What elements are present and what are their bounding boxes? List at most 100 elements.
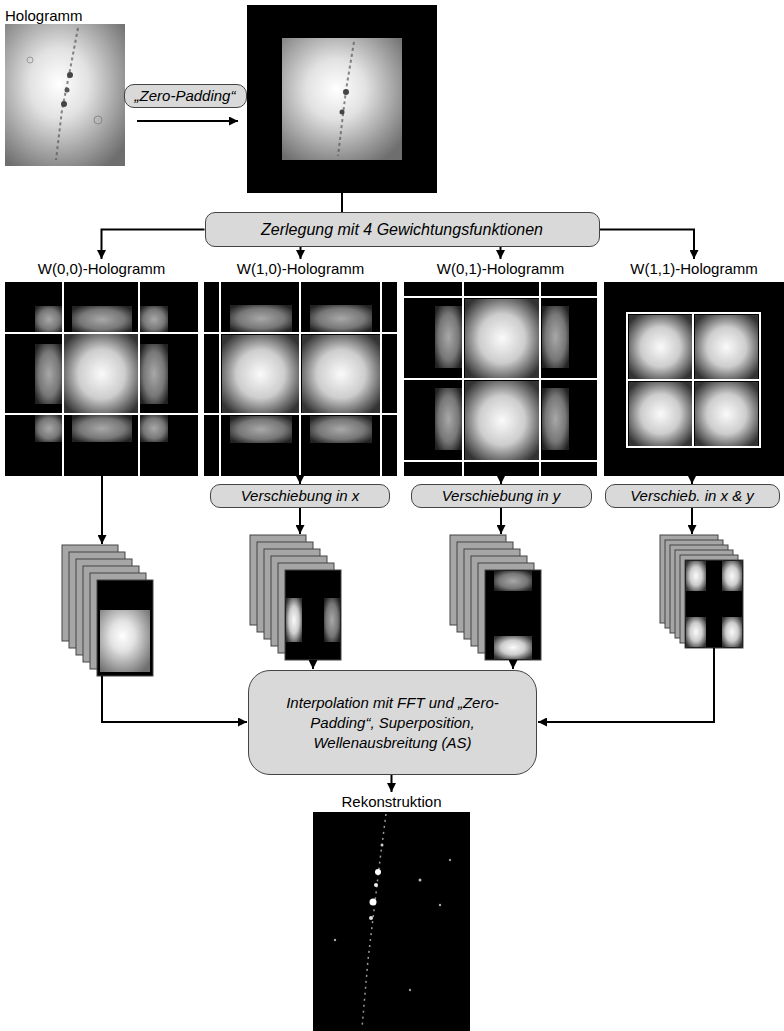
svg-rect	[722, 561, 742, 591]
svg-rect	[204, 282, 397, 476]
process-pill: Verschiebung in x	[210, 484, 390, 508]
weighted-hologram	[604, 282, 784, 476]
svg-circle	[343, 89, 349, 95]
svg-rect	[247, 5, 437, 193]
svg-line	[62, 282, 64, 476]
svg-circle	[94, 116, 102, 124]
svg-circle	[334, 939, 336, 941]
image-panel: Rekonstruktion	[313, 792, 470, 1031]
svg-circle	[369, 916, 373, 920]
svg-rect	[695, 315, 758, 379]
svg-line	[204, 332, 397, 334]
svg-rect	[230, 305, 292, 332]
svg-rect	[542, 388, 569, 450]
svg-line	[299, 506, 301, 534]
svg-rect	[140, 306, 168, 333]
svg-rect	[722, 617, 742, 647]
svg-line	[5, 413, 198, 415]
process-box: Interpolation mit FFT und „Zero-Padding“…	[248, 670, 537, 775]
svg-rect	[685, 560, 743, 648]
svg-rect	[310, 416, 372, 443]
weighted-hologram	[404, 282, 597, 476]
svg-rect	[35, 415, 63, 442]
svg-circle	[61, 101, 67, 107]
svg-line	[101, 476, 103, 544]
svg-circle	[27, 57, 33, 63]
svg-circle	[65, 88, 70, 93]
flow-arrow	[500, 247, 502, 259]
svg-rect	[686, 617, 706, 647]
svg-rect	[97, 580, 153, 676]
process-pill: „Zero-Padding“	[124, 84, 247, 108]
svg-line	[691, 506, 693, 534]
svg-circle	[370, 899, 377, 906]
image-stack	[250, 535, 341, 660]
svg-rect	[695, 382, 758, 446]
flow-arrow	[691, 476, 693, 484]
process-pill: Verschiebung in y	[411, 484, 592, 508]
svg-rect	[5, 24, 125, 166]
panel-heading: W(1,1)-Hologramm	[604, 260, 784, 278]
svg-rect	[5, 282, 198, 476]
node-label: Verschieb. in x & y	[630, 487, 754, 505]
svg-rect	[302, 335, 380, 413]
svg-rect	[404, 282, 597, 476]
svg-rect	[629, 315, 692, 379]
flow-arrow	[391, 775, 393, 792]
svg-rect	[230, 416, 292, 443]
svg-rect	[140, 415, 168, 442]
svg-line	[299, 282, 301, 476]
svg-rect	[72, 415, 132, 442]
svg-polyline	[538, 648, 714, 722]
arrow	[137, 120, 238, 122]
svg-circle	[340, 110, 345, 115]
svg-line	[627, 379, 760, 381]
svg-rect	[627, 313, 760, 447]
svg-circle	[419, 879, 422, 882]
image-panel: Hologramm	[5, 6, 125, 166]
svg-line	[380, 282, 382, 476]
svg-circle	[374, 883, 378, 887]
svg-polyline	[102, 676, 247, 722]
svg-rect	[285, 570, 341, 660]
svg-line	[138, 282, 140, 476]
panel-heading: W(0,1)-Hologramm	[404, 260, 597, 278]
svg-rect	[435, 388, 462, 450]
flow-arrow	[300, 247, 302, 259]
svg-line	[462, 282, 464, 476]
panel-heading: W(0,0)-Hologramm	[5, 260, 198, 278]
svg-line	[404, 378, 597, 380]
svg-path	[362, 814, 386, 1028]
svg-rect	[64, 334, 139, 414]
svg-line	[219, 282, 221, 476]
process-pill: Zerlegung mit 4 Gewichtungsfunktionen	[205, 212, 600, 247]
reconstruction-image	[313, 812, 470, 1031]
svg-circle	[449, 859, 451, 861]
svg-line	[512, 660, 514, 669]
panel-heading: W(1,0)-Hologramm	[204, 260, 397, 278]
svg-line	[500, 506, 502, 534]
image-panel: W(1,0)-Hologramm	[204, 259, 397, 476]
svg-rect	[72, 306, 132, 333]
svg-rect	[324, 598, 340, 642]
image-panel: W(1,1)-Hologramm	[604, 259, 784, 476]
svg-path	[338, 42, 354, 156]
svg-rect	[35, 306, 63, 333]
svg-circle	[409, 989, 411, 991]
svg-line	[404, 296, 597, 298]
svg-line	[5, 332, 198, 334]
node-label: Zerlegung mit 4 Gewichtungsfunktionen	[261, 221, 543, 239]
panel-heading: Hologramm	[5, 7, 125, 25]
image-panel: W(0,0)-Hologramm	[5, 259, 198, 476]
svg-rect	[282, 38, 402, 160]
svg-circle	[375, 869, 381, 875]
svg-rect	[100, 610, 150, 672]
connector-line	[341, 193, 343, 212]
svg-rect	[310, 305, 372, 332]
svg-circle	[67, 72, 73, 78]
node-label: Verschiebung in y	[442, 487, 561, 505]
svg-rect	[494, 636, 532, 659]
svg-circle	[439, 904, 441, 906]
